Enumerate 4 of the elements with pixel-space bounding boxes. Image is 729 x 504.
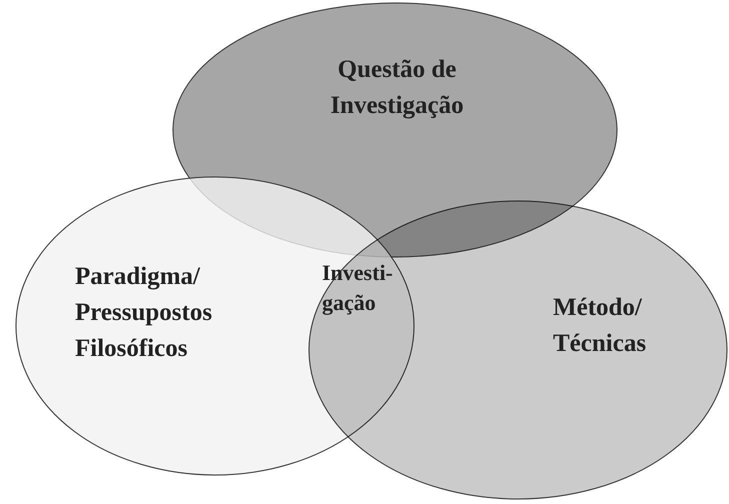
set-label: Método/ Técnicas	[553, 293, 648, 359]
venn-ellipse	[308, 200, 728, 500]
set-label: Questão de Investigação	[329, 55, 465, 121]
set-label: Paradigma/ Pressupostos Filosóficos	[75, 262, 214, 364]
